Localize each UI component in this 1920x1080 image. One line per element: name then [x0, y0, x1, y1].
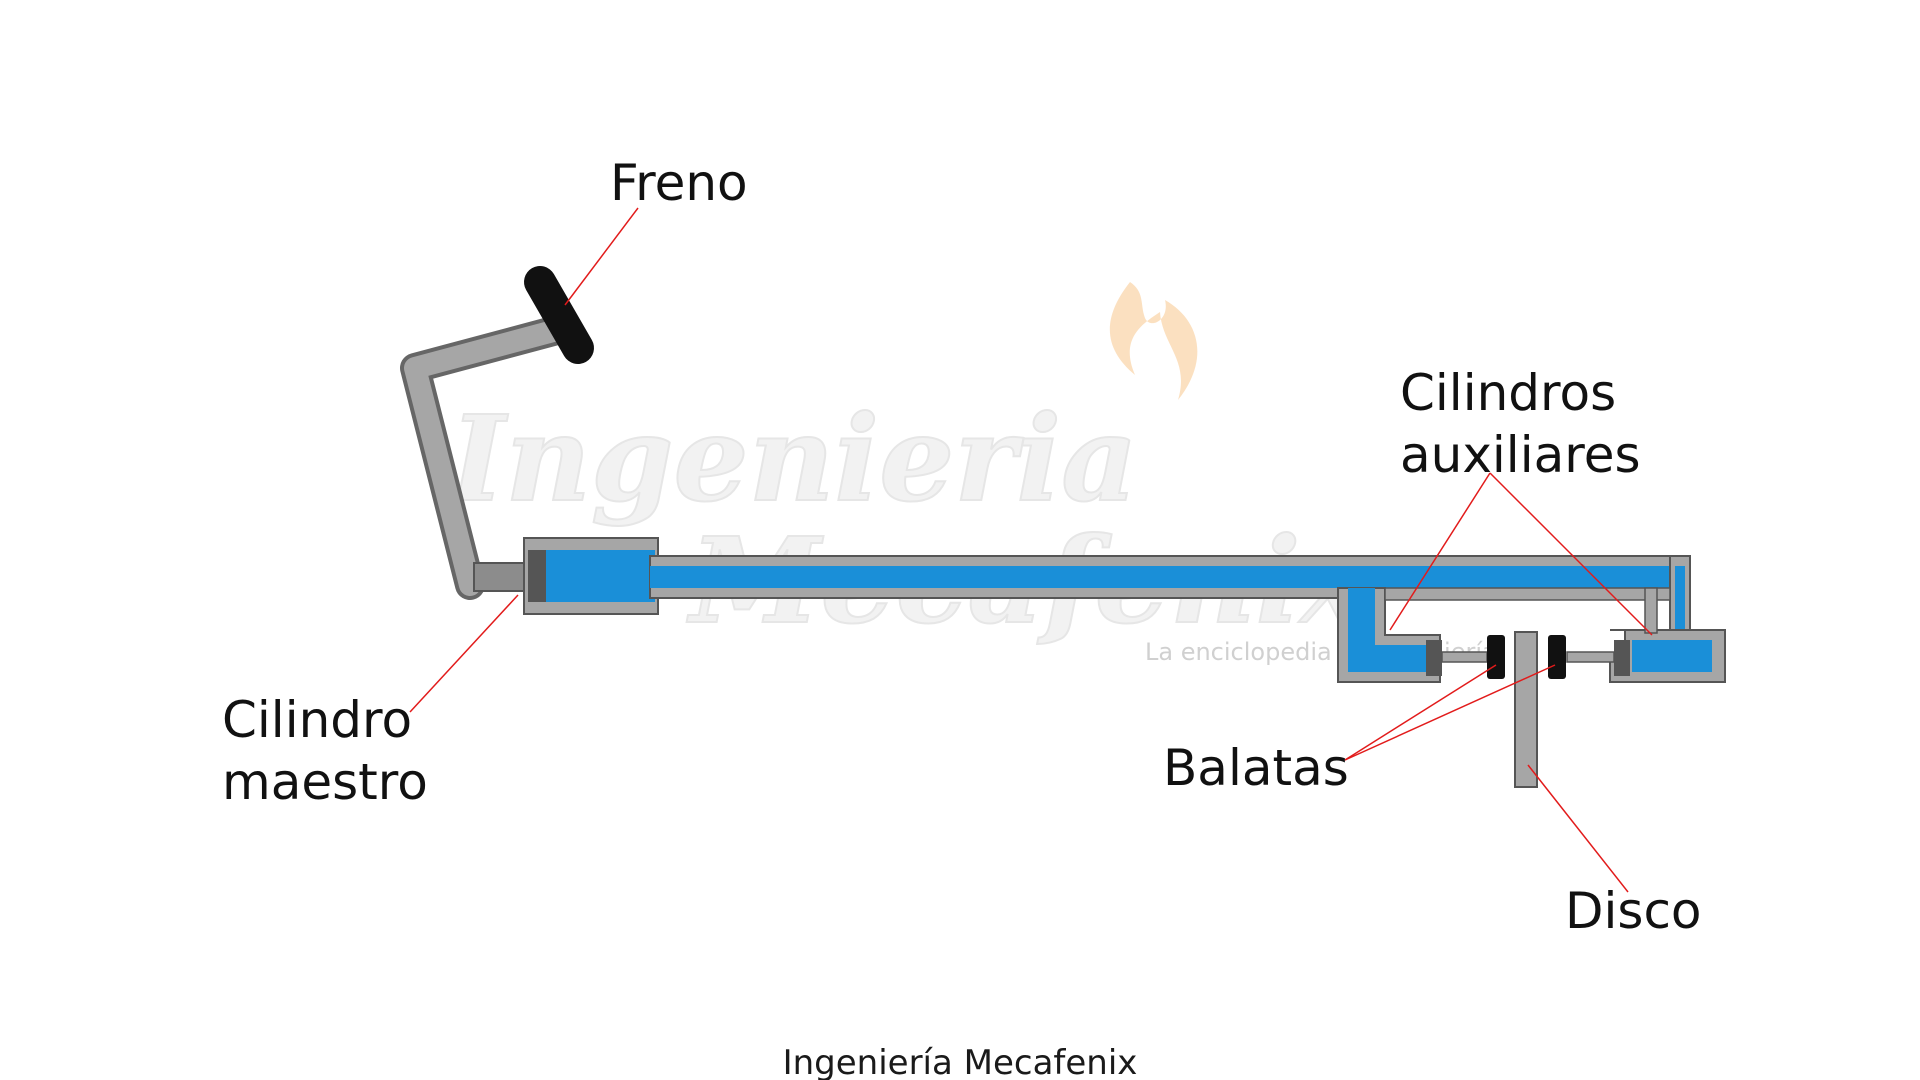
master-cylinder-fluid	[540, 550, 655, 602]
label-cilindro-maestro-line1: Cilindro	[222, 691, 412, 749]
labels: Freno Cilindros auxiliares Cilindro maes…	[222, 154, 1702, 940]
piston-rod-left	[1441, 651, 1488, 663]
watermark-text-line1: Ingenieria	[447, 389, 1138, 528]
master-cylinder	[523, 537, 659, 615]
master-piston	[528, 550, 546, 602]
aux-cylinder-right-fluid	[1632, 640, 1712, 672]
brake-disc	[1514, 631, 1538, 788]
aux-piston-left	[1426, 640, 1442, 676]
leader-cilindro-maestro	[409, 594, 519, 713]
label-cilindro-maestro-line2: maestro	[222, 753, 428, 811]
leader-lines	[409, 207, 1653, 893]
label-disco: Disco	[1565, 882, 1702, 940]
pedal-arm	[404, 319, 568, 596]
caliper-assembly	[1337, 587, 1726, 683]
aux-piston-right	[1614, 640, 1630, 676]
brake-pedal	[400, 266, 594, 600]
brake-pad-left	[1487, 635, 1505, 679]
push-rod	[473, 562, 525, 592]
watermark-flame-icon	[1109, 282, 1198, 400]
leader-disco	[1527, 764, 1629, 893]
label-freno: Freno	[610, 154, 748, 212]
caliper-bridge	[1384, 587, 1671, 601]
caliper-bridge-drop	[1644, 587, 1658, 634]
label-balatas: Balatas	[1163, 739, 1349, 797]
leader-freno	[564, 207, 639, 306]
aux-cylinder-left-fluid	[1348, 588, 1430, 672]
leader-aux-right	[1489, 472, 1653, 636]
piston-rod-right	[1566, 651, 1615, 663]
leader-balata-right	[1344, 664, 1556, 761]
label-cilindros-line2: auxiliares	[1400, 426, 1641, 484]
brake-pedal-pad	[524, 266, 594, 364]
leader-balata-left	[1344, 664, 1497, 761]
label-cilindros-line1: Cilindros	[1400, 364, 1616, 422]
brake-line-fluid	[650, 566, 1680, 588]
caption: Ingeniería Mecafenix	[783, 1043, 1138, 1080]
brake-pad-right	[1548, 635, 1566, 679]
brake-line-right-riser-fluid	[1675, 566, 1685, 666]
leader-aux-left	[1389, 472, 1491, 631]
